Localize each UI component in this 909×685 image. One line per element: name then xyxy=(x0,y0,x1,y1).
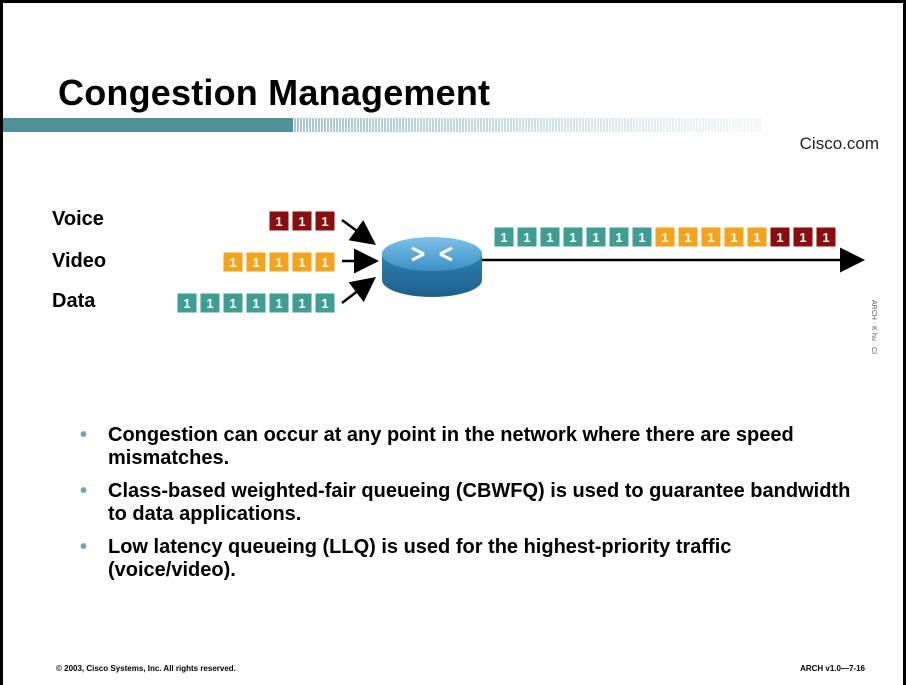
svg-text:1: 1 xyxy=(500,230,507,245)
video-packet: 1 xyxy=(654,226,676,248)
data-packet: 1 xyxy=(291,292,313,314)
svg-text:1: 1 xyxy=(183,296,190,311)
data-arrow xyxy=(341,276,376,304)
data-packet: 1 xyxy=(176,292,198,314)
stream-label-voice: Voice xyxy=(52,208,104,230)
data-packet: 1 xyxy=(493,226,515,248)
svg-text:1: 1 xyxy=(776,230,783,245)
video-packet: 1 xyxy=(245,251,267,273)
data-packet: 1 xyxy=(222,292,244,314)
bullet-item: •Class-based weighted-fair queueing (CBW… xyxy=(80,480,851,525)
slide-title: Congestion Management xyxy=(58,72,491,113)
video-packet: 1 xyxy=(314,251,336,273)
voice-packet: 1 xyxy=(291,210,313,232)
data-packet: 1 xyxy=(245,292,267,314)
data-packet: 1 xyxy=(562,226,584,248)
voice-packet: 1 xyxy=(769,226,791,248)
voice-packet: 1 xyxy=(268,210,290,232)
footer-course-code: ARCH v1.0—7-16 xyxy=(800,664,865,673)
output-packet-queue: 1 1 1 1 1 1 1 1 1 1 1 1 1 1 1 xyxy=(493,226,837,248)
stream-label-data: Data xyxy=(52,290,96,312)
svg-text:1: 1 xyxy=(799,230,806,245)
video-packet: 1 xyxy=(723,226,745,248)
svg-text:1: 1 xyxy=(321,255,328,270)
bullet-item: •Low latency queueing (LLQ) is used for … xyxy=(80,536,732,581)
svg-text:1: 1 xyxy=(730,230,737,245)
svg-text:1: 1 xyxy=(275,296,282,311)
stream-label-video: Video xyxy=(52,250,106,272)
footer-copyright: © 2003, Cisco Systems, Inc. All rights r… xyxy=(56,664,236,673)
svg-text:1: 1 xyxy=(615,230,622,245)
voice-arrow xyxy=(341,218,377,245)
svg-text:1: 1 xyxy=(321,214,328,229)
svg-text:1: 1 xyxy=(569,230,576,245)
bullet-dot-icon: • xyxy=(80,480,88,502)
svg-text:1: 1 xyxy=(523,230,530,245)
svg-text:1: 1 xyxy=(275,255,282,270)
data-packet: 1 xyxy=(314,292,336,314)
voice-packet: 1 xyxy=(792,226,814,248)
svg-text:1: 1 xyxy=(229,296,236,311)
svg-text:1: 1 xyxy=(707,230,714,245)
svg-text:1: 1 xyxy=(661,230,668,245)
svg-text:1: 1 xyxy=(684,230,691,245)
cisco-brand-label: Cisco.com xyxy=(799,134,879,153)
svg-text:1: 1 xyxy=(638,230,645,245)
svg-text:1: 1 xyxy=(298,214,305,229)
video-packet: 1 xyxy=(700,226,722,248)
svg-text:1: 1 xyxy=(321,296,328,311)
bullet-dot-icon: • xyxy=(80,424,88,446)
svg-text:1: 1 xyxy=(298,296,305,311)
svg-text:1: 1 xyxy=(298,255,305,270)
svg-text:1: 1 xyxy=(275,214,282,229)
voice-packet: 1 xyxy=(815,226,837,248)
svg-text:1: 1 xyxy=(753,230,760,245)
video-packet: 1 xyxy=(268,251,290,273)
video-packet: 1 xyxy=(746,226,768,248)
slide-side-code: ARCH · K·hu · CI xyxy=(870,300,877,354)
bullet-list: •Congestion can occur at any point in th… xyxy=(80,424,858,592)
data-packet: 1 xyxy=(608,226,630,248)
data-packet: 1 xyxy=(268,292,290,314)
svg-text:1: 1 xyxy=(229,255,236,270)
data-packet: 1 xyxy=(631,226,653,248)
svg-text:1: 1 xyxy=(252,296,259,311)
video-packet: 1 xyxy=(677,226,699,248)
svg-text:1: 1 xyxy=(592,230,599,245)
bullet-item: •Congestion can occur at any point in th… xyxy=(80,424,794,469)
data-packet: 1 xyxy=(516,226,538,248)
voice-packet: 1 xyxy=(314,210,336,232)
svg-text:1: 1 xyxy=(822,230,829,245)
video-packet: 1 xyxy=(291,251,313,273)
data-packet: 1 xyxy=(585,226,607,248)
router-icon xyxy=(382,237,482,297)
data-packet: 1 xyxy=(199,292,221,314)
bullet-dot-icon: • xyxy=(80,536,88,558)
data-packet: 1 xyxy=(539,226,561,248)
svg-text:1: 1 xyxy=(252,255,259,270)
svg-text:1: 1 xyxy=(546,230,553,245)
video-packet: 1 xyxy=(222,251,244,273)
input-packet-queues: 1 1 1 1 1 1 1 1 1 1 1 1 1 1 1 xyxy=(176,210,336,314)
title-underline-bar xyxy=(3,118,903,132)
svg-text:1: 1 xyxy=(206,296,213,311)
